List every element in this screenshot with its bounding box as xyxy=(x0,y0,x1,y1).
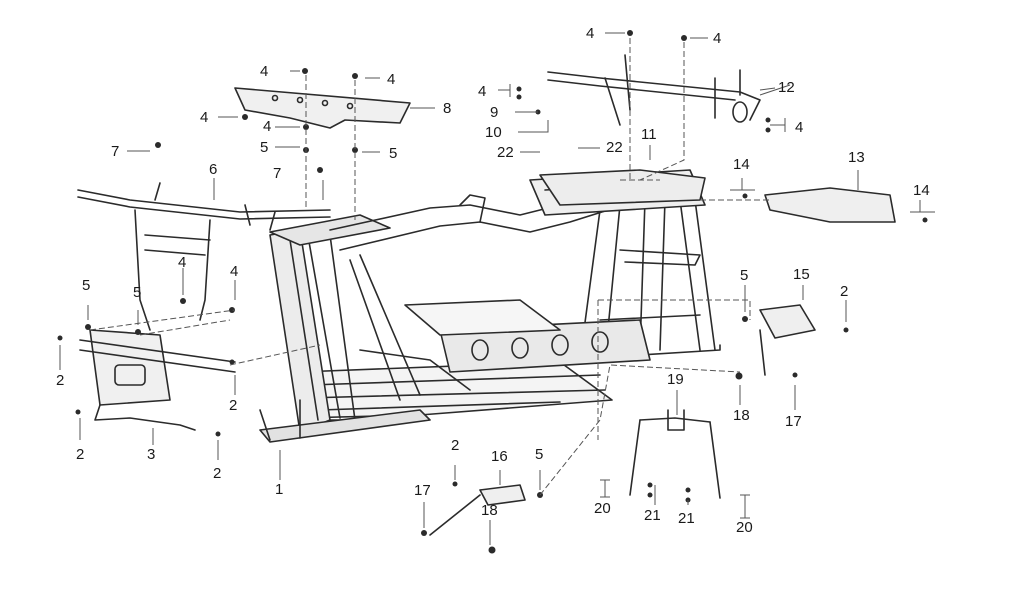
callout-4: 4 xyxy=(178,254,187,271)
front-bumper-frame xyxy=(77,182,331,331)
callout-15: 15 xyxy=(793,266,810,283)
callout-11: 11 xyxy=(641,126,657,143)
callout-2: 2 xyxy=(56,372,65,389)
callout-2: 2 xyxy=(229,397,238,414)
side-bar xyxy=(764,187,896,223)
callout-5: 5 xyxy=(535,446,544,463)
top-plate xyxy=(234,87,411,129)
callout-21: 21 xyxy=(678,510,695,527)
callout-4: 4 xyxy=(260,63,269,80)
callout-4: 4 xyxy=(230,263,239,280)
callout-4: 4 xyxy=(263,118,272,135)
callout-4: 4 xyxy=(586,25,595,42)
callout-9: 9 xyxy=(490,104,499,121)
callout-2: 2 xyxy=(840,283,849,300)
rear-carrier xyxy=(547,54,761,126)
callout-5: 5 xyxy=(740,267,749,284)
rear-bracket xyxy=(539,169,706,206)
callout-2: 2 xyxy=(451,437,460,454)
callout-7: 7 xyxy=(111,143,120,160)
callout-20: 20 xyxy=(594,500,611,517)
callout-18: 18 xyxy=(481,502,498,519)
callout-7: 7 xyxy=(273,165,282,182)
callout-1: 1 xyxy=(275,481,284,498)
callout-3: 3 xyxy=(147,446,156,463)
callout-4: 4 xyxy=(795,119,804,136)
callout-18: 18 xyxy=(733,407,750,424)
callout-2: 2 xyxy=(76,446,85,463)
footrest-right xyxy=(759,304,816,376)
callout-5: 5 xyxy=(260,139,269,156)
callout-2: 2 xyxy=(213,465,222,482)
callout-22: 22 xyxy=(497,144,514,161)
callout-14: 14 xyxy=(913,182,930,199)
callout-16: 16 xyxy=(491,448,508,465)
callout-4: 4 xyxy=(200,109,209,126)
front-guard xyxy=(79,329,236,431)
callout-14: 14 xyxy=(733,156,750,173)
callout-21: 21 xyxy=(644,507,661,524)
callout-4: 4 xyxy=(387,71,396,88)
rear-stand xyxy=(629,409,721,499)
callout-13: 13 xyxy=(848,149,865,166)
callout-20: 20 xyxy=(736,519,753,536)
callout-5: 5 xyxy=(82,277,91,294)
callout-6: 6 xyxy=(209,161,218,178)
callout-17: 17 xyxy=(785,413,802,430)
callout-10: 10 xyxy=(485,124,502,141)
callout-4: 4 xyxy=(478,83,487,100)
callout-12: 12 xyxy=(778,79,795,96)
callout-22: 22 xyxy=(606,139,623,156)
callout-4: 4 xyxy=(713,30,722,47)
footrest-left xyxy=(429,484,526,536)
callout-19: 19 xyxy=(667,371,684,388)
callout-5: 5 xyxy=(389,145,398,162)
callout-5: 5 xyxy=(133,284,142,301)
callout-8: 8 xyxy=(443,100,452,117)
callout-17: 17 xyxy=(414,482,431,499)
